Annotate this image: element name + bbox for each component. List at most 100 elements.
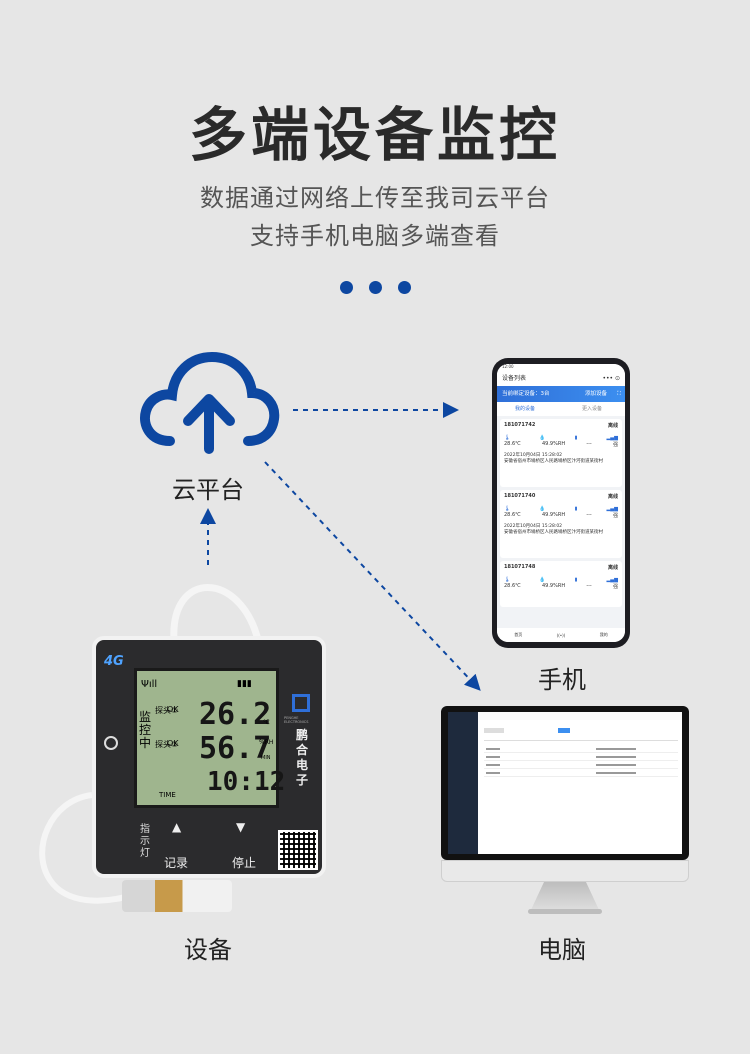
droplet-icon: 💧 [539, 577, 546, 583]
web-table-preview [478, 712, 682, 777]
droplet-icon: 💧 [539, 506, 546, 512]
thermometer-icon: 🌡 [504, 577, 511, 583]
device-card[interactable]: 181071742 离线 🌡 💧 ▮ ▂▄▆ 28.6℃ 49.9%RH --- 强 2022… [500, 419, 622, 487]
phone-status-bar: 12:00 [497, 364, 625, 372]
scan-icon[interactable]: ⛶ [617, 391, 621, 397]
monitor-mockup [441, 706, 689, 860]
monitor-stand [530, 882, 600, 912]
record-button[interactable]: 记录 [164, 856, 189, 870]
signal-icon: ▂▄▆ [606, 577, 618, 583]
hum-reading: 56.7 [199, 731, 272, 766]
probe2-label: 探头② [155, 740, 179, 749]
update-time: 2022年10月04日 15:28:02 [504, 453, 563, 458]
signal-icon: ▂▄▆ [606, 435, 618, 441]
device-cable [39, 584, 262, 904]
signal-value: 强 [612, 584, 618, 590]
droplet-icon: 💧 [539, 435, 546, 441]
battery-icon: ▮ [574, 577, 578, 583]
hum-value: 49.9%RH [541, 441, 566, 447]
signal-icon: ▂▄▆ [606, 506, 618, 512]
subtitle-line-1: 数据通过网络上传至我司云平台 [200, 184, 550, 212]
battery-value: --- [586, 583, 592, 589]
brand-chinese: 鹏合电子 [296, 728, 309, 787]
add-device-button[interactable]: 添加设备 [584, 391, 607, 397]
bound-devices-bar: 当前绑定设备：3台 添加设备 ⛶ [497, 386, 625, 402]
power-icon[interactable] [104, 736, 118, 750]
probe2-ok: OK [167, 739, 179, 748]
thermometer-icon: 🌡 [504, 435, 511, 441]
dots-divider [335, 281, 415, 297]
time-label: TIME [159, 791, 176, 799]
device-label: 设备 [184, 936, 232, 964]
cloud-upload-icon [140, 351, 280, 454]
brand-english: PENGHE ELECTRONICS [284, 716, 309, 724]
nav-home[interactable]: 首页 [514, 632, 523, 637]
record-button-icon[interactable]: ▲ [172, 820, 182, 834]
signal-icon: Ψıll [141, 679, 158, 690]
device-address: 安徽省宿州市埇桥区人民路埇桥区汴河街道某街村 [504, 459, 603, 464]
mode-label: 监控中 [139, 710, 152, 750]
device-status: 离线 [607, 565, 618, 571]
probe1-ok: OK [167, 705, 179, 714]
app-title: 设备列表 [502, 375, 527, 382]
device-card[interactable]: 181071740 离线 🌡 💧 ▮ ▂▄▆ 28.6℃ 49.9%RH --- 强 2022… [500, 490, 622, 558]
device-status: 离线 [607, 494, 618, 500]
bottom-nav: 首页 ((•)) 我的 [497, 628, 625, 642]
device-card[interactable]: 181071748 离线 🌡 💧 ▮ ▂▄▆ 28.6℃ 49.9%RH --- 强 [500, 561, 622, 607]
brand-logo-icon [292, 694, 310, 712]
device-id: 181071740 [504, 493, 536, 499]
lcd-display: Ψıll ▮▮▮ 监控中 探头① OK 探头② OK 26.2 ℃ 56.7 %… [134, 668, 285, 808]
phone-mockup: 12:00 设备列表 ••• ⊙ 当前绑定设备：3台 添加设备 ⛶ 我的设备 更… [492, 358, 630, 648]
bound-devices-text: 当前绑定设备：3台 [502, 391, 550, 397]
device-status: 离线 [607, 423, 618, 429]
update-time: 2022年10月04日 15:28:02 [504, 524, 563, 529]
web-sidebar [448, 712, 478, 854]
temp-value: 28.6℃ [504, 583, 521, 589]
more-icon[interactable]: ••• ⊙ [602, 375, 620, 382]
battery-icon: ▮ [574, 506, 578, 512]
hum-value: 49.9%RH [541, 583, 566, 589]
battery-value: --- [586, 441, 592, 447]
network-badge: 4G [104, 654, 124, 669]
hum-unit: %RH [259, 739, 274, 746]
temp-value: 28.6℃ [504, 512, 521, 518]
tab-my-devices[interactable]: 我的设备 [515, 406, 536, 412]
device-id: 181071748 [504, 564, 536, 570]
clock-reading: 10:12 [207, 767, 286, 797]
hum-value: 49.9%RH [541, 512, 566, 518]
battery-icon: ▮▮▮ [237, 679, 252, 689]
device-tabs: 我的设备 更入设备 [497, 402, 625, 416]
phone-screen: 12:00 设备列表 ••• ⊙ 当前绑定设备：3台 添加设备 ⛶ 我的设备 更… [497, 364, 625, 642]
temp-reading: 26.2 [199, 697, 272, 732]
signal-value: 强 [612, 442, 618, 448]
battery-icon: ▮ [574, 435, 578, 441]
stop-button-icon[interactable]: ▼ [236, 820, 246, 834]
temp-value: 28.6℃ [504, 441, 521, 447]
monitor-base [528, 909, 602, 914]
device-id: 181071742 [504, 422, 536, 428]
temperature-probe [122, 880, 232, 912]
device-address: 安徽省宿州市埇桥区人民路埇桥区汴河街道某街村 [504, 530, 603, 535]
temp-unit: ℃ [263, 719, 270, 726]
indicator-label: 指示灯 [140, 824, 150, 859]
nav-scan-icon[interactable]: ((•)) [556, 632, 566, 638]
cloud-label: 云平台 [172, 476, 244, 504]
probe1-label: 探头① [155, 706, 179, 715]
monitor-device: 4G Ψıll ▮▮▮ 监控中 探头① OK 探头② OK 26.2 ℃ 56.… [92, 636, 326, 878]
app-header: 设备列表 ••• ⊙ [497, 372, 625, 386]
subtitle-line-2: 支持手机电脑多端查看 [250, 222, 500, 250]
qr-code [278, 830, 318, 870]
battery-value: --- [586, 512, 592, 518]
page-title: 多端设备监控 [188, 101, 561, 169]
tab-shared-devices[interactable]: 更入设备 [582, 406, 603, 412]
phone-label: 手机 [538, 666, 586, 694]
monitor-screen [448, 712, 682, 854]
stop-button[interactable]: 停止 [232, 856, 257, 870]
signal-value: 强 [612, 513, 618, 519]
computer-label: 电脑 [538, 936, 586, 964]
nav-profile[interactable]: 我的 [599, 632, 608, 637]
thermometer-icon: 🌡 [504, 506, 511, 512]
monitor-chin [441, 860, 689, 882]
min-label: MIN [261, 755, 271, 761]
